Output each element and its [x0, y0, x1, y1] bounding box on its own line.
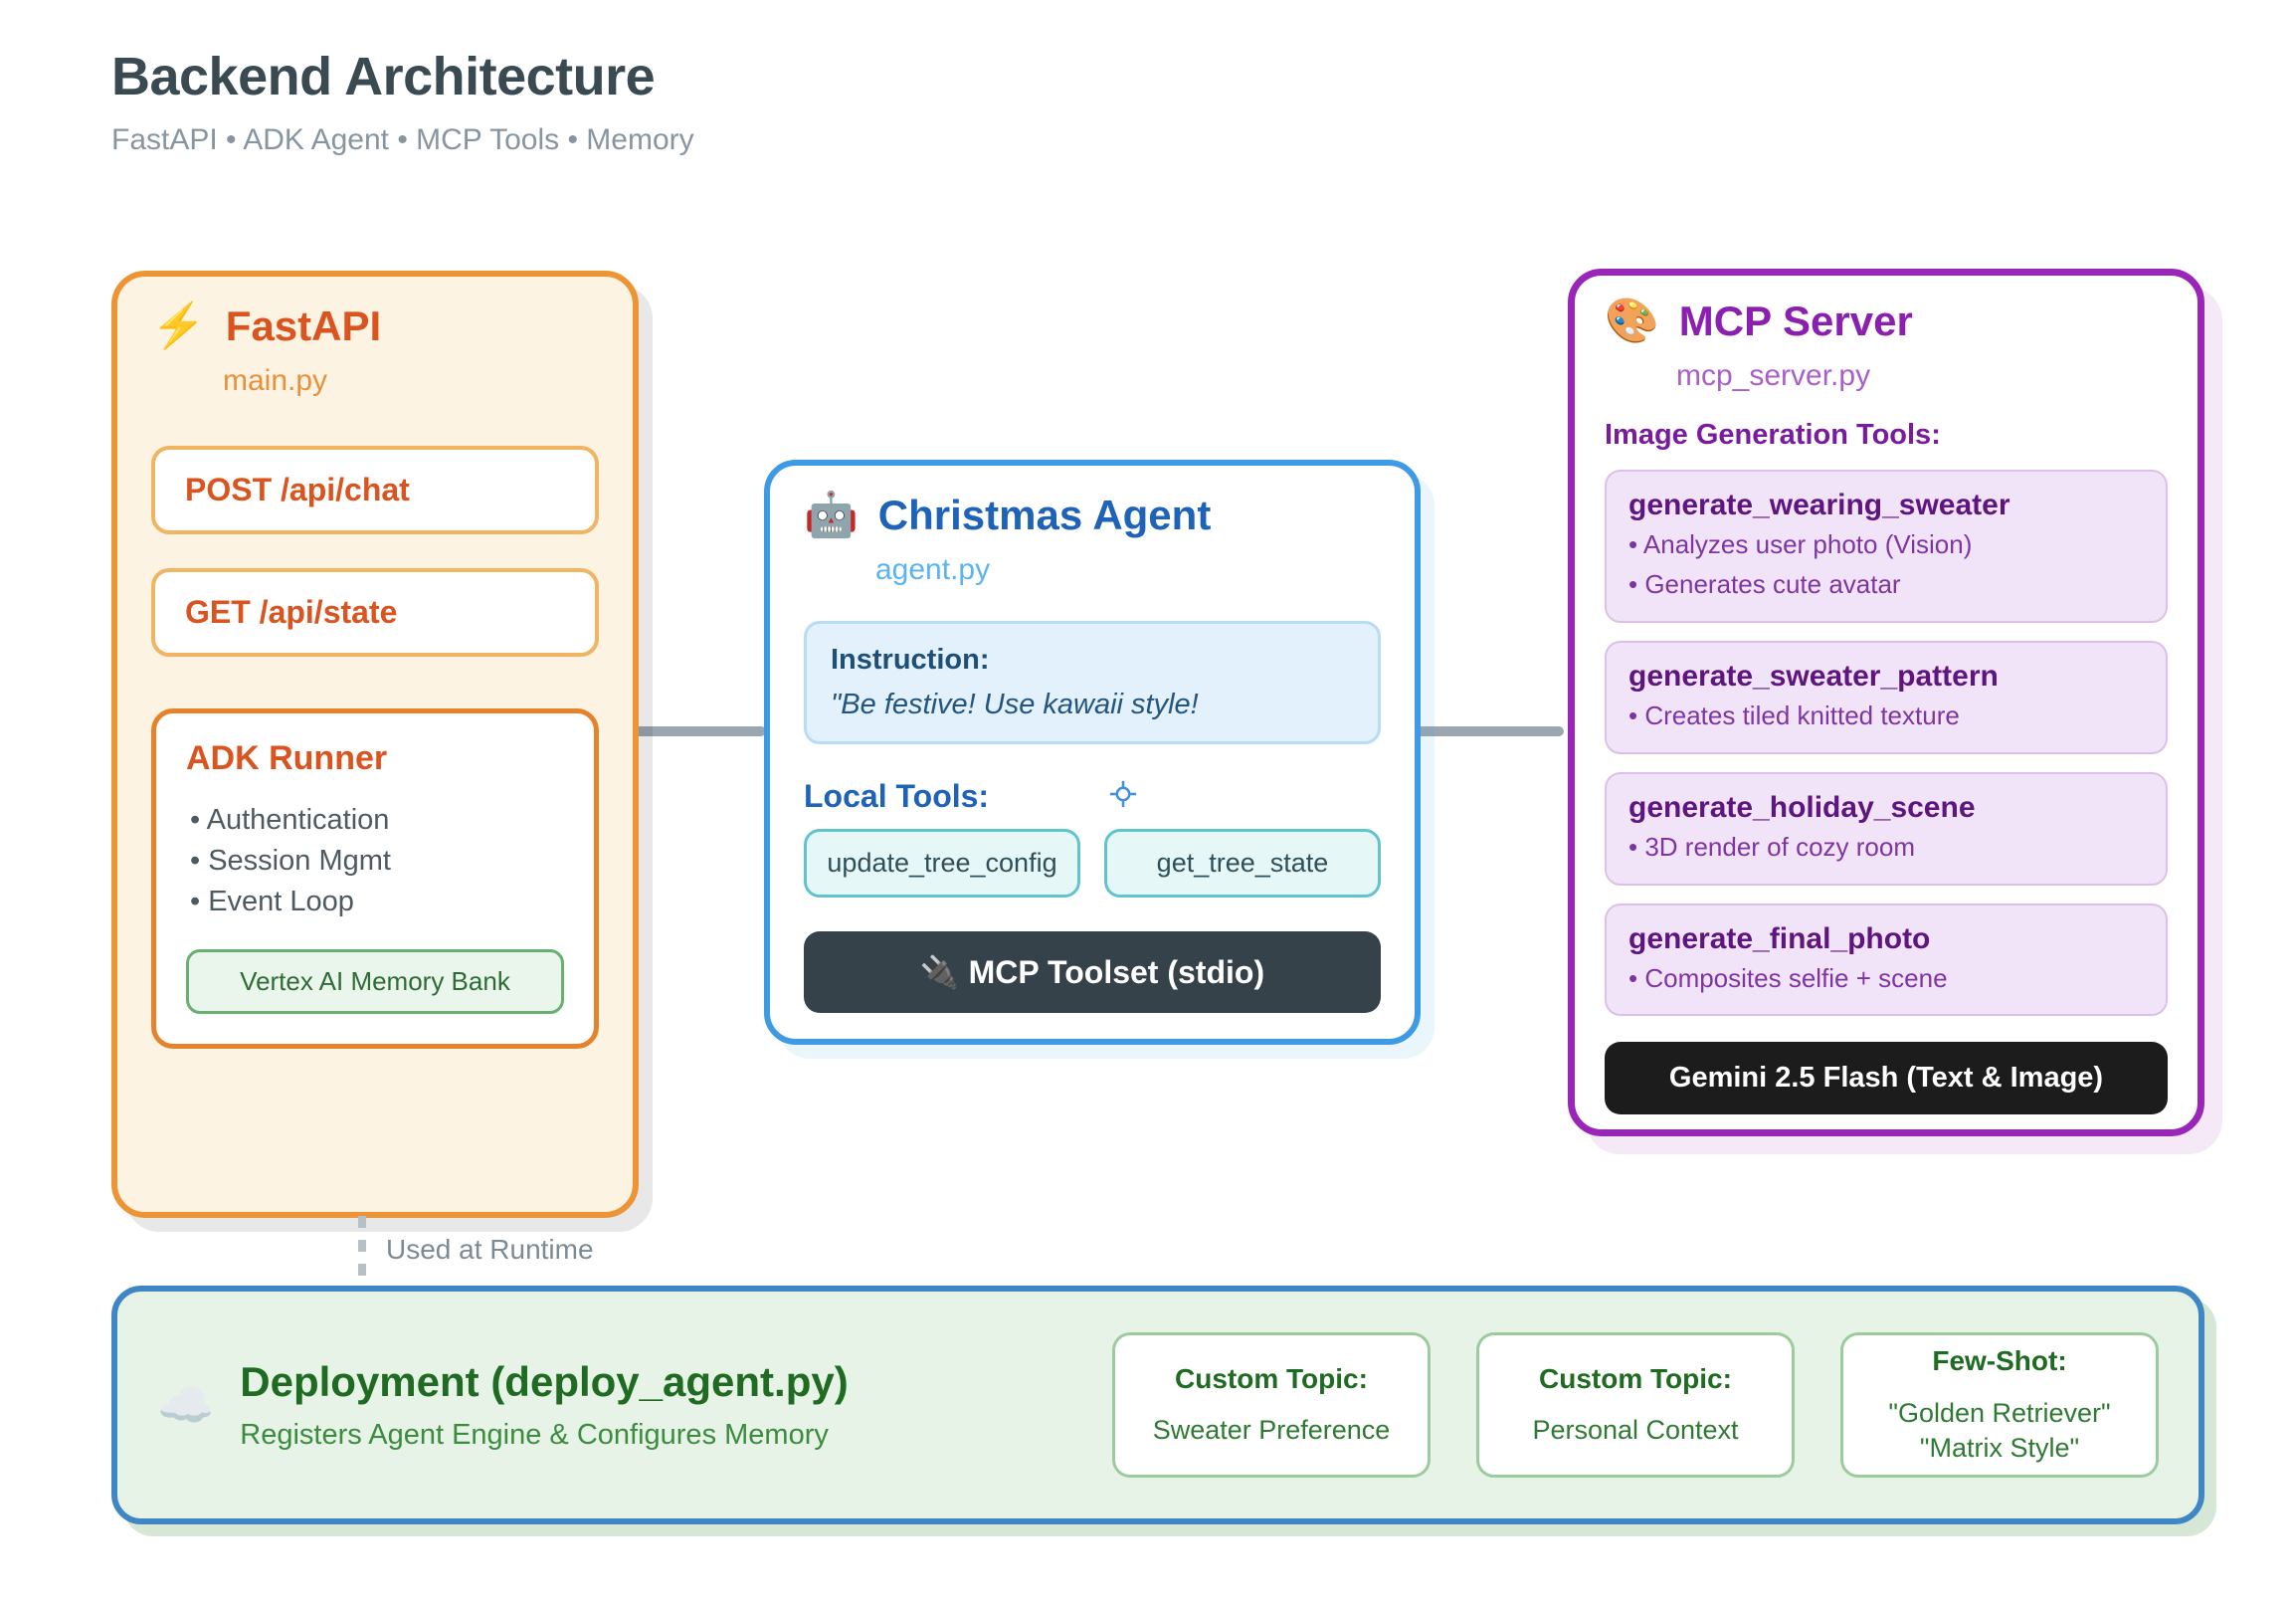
robot-icon: 🤖 — [804, 491, 859, 539]
tool-chip-get-tree-state[interactable]: get_tree_state — [1104, 829, 1381, 898]
connector-fastapi-to-agent — [635, 726, 766, 736]
page-subtitle: FastAPI • ADK Agent • MCP Tools • Memory — [111, 123, 694, 157]
gemini-model-badge: Gemini 2.5 Flash (Text & Image) — [1605, 1042, 2168, 1115]
mcp-toolset-label: MCP Toolset (stdio) — [968, 954, 1265, 990]
mcp-tool-card[interactable]: generate_final_photo • Composites selfie… — [1605, 902, 2168, 1017]
fastapi-title: FastAPI — [225, 302, 382, 349]
deployment-card-sweater-preference[interactable]: Custom Topic: Sweater Preference — [1112, 1332, 1431, 1478]
mcp-toolset-bar[interactable]: 🔌 MCP Toolset (stdio) — [804, 931, 1381, 1013]
agent-filename: agent.py — [875, 553, 991, 586]
fastapi-panel: ⚡ FastAPI main.py POST /api/chat GET /ap… — [111, 271, 639, 1218]
agent-panel-header: 🤖 Christmas Agent — [804, 492, 1381, 539]
mcp-panel-header: 🎨 MCP Server — [1605, 298, 2168, 345]
page-title: Backend Architecture — [111, 47, 656, 106]
runtime-link-label: Used at Runtime — [386, 1234, 594, 1265]
mcp-tool-card[interactable]: generate_sweater_pattern • Creates tiled… — [1605, 640, 2168, 754]
instruction-label: Instruction: — [831, 644, 990, 676]
mcp-tool-card[interactable]: generate_wearing_sweater • Analyzes user… — [1605, 470, 2168, 623]
fastapi-panel-header: ⚡ FastAPI — [151, 302, 599, 350]
vertex-ai-memory-bank-pill: Vertex AI Memory Bank — [186, 948, 564, 1014]
connector-agent-to-mcp — [1405, 726, 1564, 736]
deployment-card-personal-context[interactable]: Custom Topic: Personal Context — [1476, 1332, 1795, 1478]
adk-runner-list: • Authentication • Session Mgmt • Event … — [186, 800, 564, 923]
crosshair-icon — [1108, 779, 1138, 814]
runtime-dashed-connector — [358, 1216, 366, 1303]
list-item: • Session Mgmt — [190, 845, 391, 878]
local-tools-header: Local Tools: — [804, 778, 1381, 815]
deployment-card-body: Personal Context — [1532, 1415, 1739, 1446]
deployment-header: ☁️ Deployment (deploy_agent.py) Register… — [157, 1358, 849, 1451]
endpoint-post-api-chat[interactable]: POST /api/chat — [151, 446, 599, 534]
agent-title: Christmas Agent — [877, 492, 1212, 538]
deployment-card-body: Sweater Preference — [1152, 1415, 1391, 1446]
mcp-tool-name: generate_holiday_scene — [1628, 790, 1976, 824]
tool-chip-update-tree-config[interactable]: update_tree_config — [804, 829, 1080, 898]
fastapi-filename: main.py — [223, 364, 328, 397]
deployment-subtitle: Registers Agent Engine & Configures Memo… — [240, 1418, 829, 1451]
deployment-card-few-shot[interactable]: Few-Shot: "Golden Retriever" "Matrix Sty… — [1840, 1332, 2159, 1478]
mcp-tool-bullet: • Composites selfie + scene — [1628, 962, 1948, 993]
endpoint-get-api-state[interactable]: GET /api/state — [151, 568, 599, 657]
local-tool-chips: update_tree_config get_tree_state — [804, 829, 1381, 898]
list-item: • Authentication — [190, 804, 390, 836]
mcp-tool-bullet: • 3D render of cozy room — [1628, 831, 1915, 862]
deployment-title: Deployment (deploy_agent.py) — [240, 1358, 849, 1406]
palette-icon: 🎨 — [1605, 297, 1659, 345]
mcp-tool-bullet: • Generates cute avatar — [1628, 568, 1901, 599]
mcp-tool-name: generate_final_photo — [1628, 921, 1931, 955]
deployment-cards: Custom Topic: Sweater Preference Custom … — [1112, 1332, 2159, 1478]
list-item: • Event Loop — [190, 886, 354, 918]
page-header: Backend Architecture FastAPI • ADK Agent… — [111, 47, 694, 158]
mcp-tool-card[interactable]: generate_holiday_scene • 3D render of co… — [1605, 771, 2168, 886]
instruction-box: Instruction: "Be festive! Use kawaii sty… — [804, 621, 1381, 744]
deployment-card-title: Few-Shot: — [1932, 1345, 2067, 1377]
mcp-tool-name: generate_sweater_pattern — [1628, 659, 1999, 693]
cloud-icon: ☁️ — [157, 1378, 215, 1431]
instruction-text: "Be festive! Use kawaii style! — [831, 689, 1199, 720]
christmas-agent-panel: 🤖 Christmas Agent agent.py Instruction: … — [764, 460, 1421, 1045]
image-generation-tools-label: Image Generation Tools: — [1605, 419, 1941, 451]
deployment-card-title: Custom Topic: — [1539, 1362, 1732, 1394]
deployment-card-title: Custom Topic: — [1175, 1362, 1368, 1394]
deployment-card-body: "Golden Retriever" "Matrix Style" — [1888, 1397, 2111, 1463]
lightning-bolt-icon: ⚡ — [151, 301, 206, 350]
adk-runner-title: ADK Runner — [186, 739, 388, 777]
adk-runner-card: ADK Runner • Authentication • Session Mg… — [151, 708, 599, 1049]
local-tools-label: Local Tools: — [804, 778, 990, 814]
mcp-tool-bullet: • Creates tiled knitted texture — [1628, 700, 1960, 730]
mcp-tool-name: generate_wearing_sweater — [1628, 489, 2010, 521]
plug-icon: 🔌 — [919, 954, 960, 990]
deployment-panel: ☁️ Deployment (deploy_agent.py) Register… — [111, 1286, 2204, 1524]
mcp-server-panel: 🎨 MCP Server mcp_server.py Image Generat… — [1568, 269, 2204, 1136]
mcp-tool-bullet: • Analyzes user photo (Vision) — [1628, 529, 1973, 559]
mcp-server-title: MCP Server — [1678, 298, 1913, 344]
mcp-server-filename: mcp_server.py — [1676, 359, 1871, 392]
